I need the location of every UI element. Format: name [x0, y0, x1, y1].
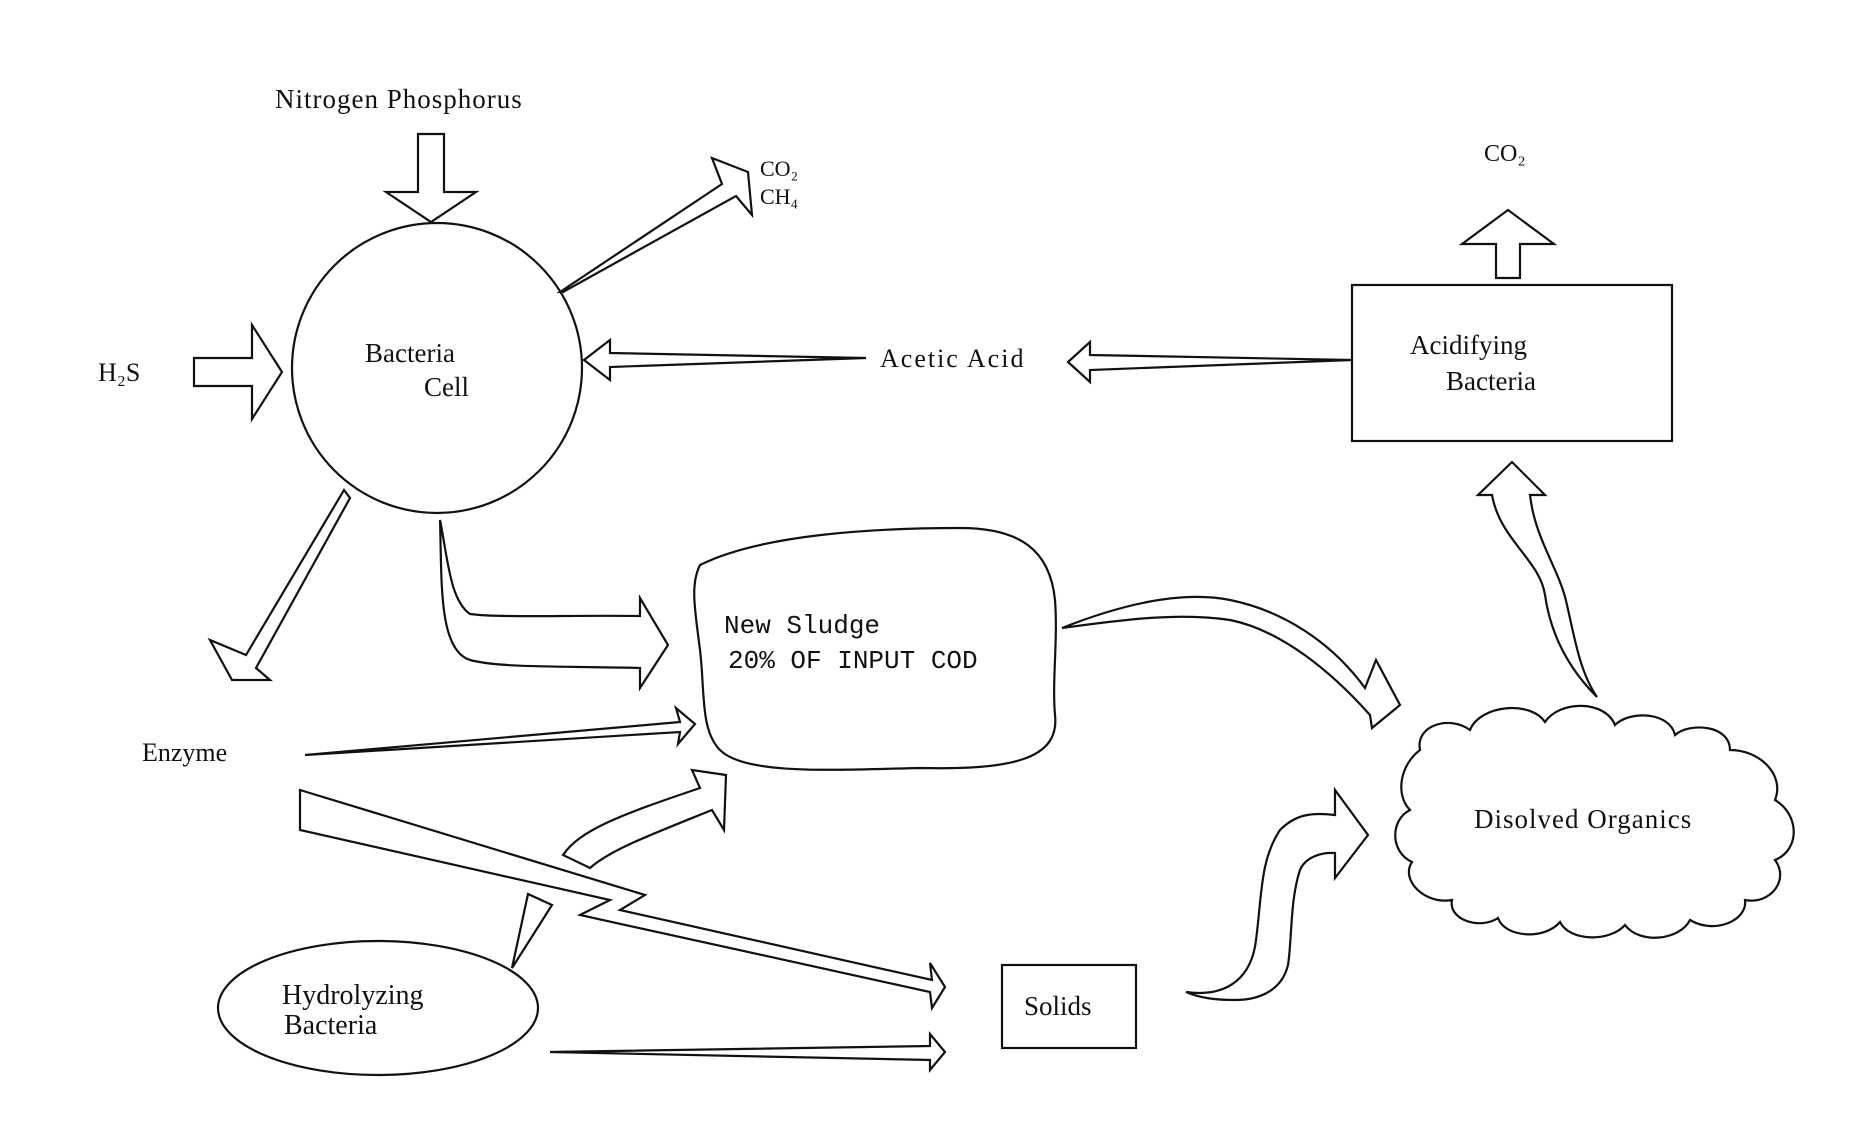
acidifying-co2-arrow — [1458, 208, 1558, 280]
h2s-input-arrow — [192, 321, 284, 423]
hydrolyzing-to-solids-arrow — [549, 1030, 947, 1074]
disolved-organics-label: Disolved Organics — [1474, 804, 1693, 834]
cell-to-new-sludge-arrow — [438, 519, 670, 692]
nitrogen-phosphorus-label: Nitrogen Phosphorus — [275, 84, 523, 114]
nutrient-input-arrow — [382, 132, 480, 224]
acetic-acid-label: Acetic Acid — [880, 344, 1026, 373]
new-sludge-blob — [693, 526, 1057, 771]
co2-label-top: CO₂ — [760, 156, 799, 181]
ch4-label: CH₄ — [760, 184, 799, 209]
bacteria-cell-circle — [290, 221, 584, 515]
h2s-label: H₂S — [98, 358, 141, 387]
solids-to-organics-arrow — [1185, 786, 1370, 1002]
organics-to-acidifying-arrow — [1475, 460, 1598, 698]
acidifying-to-acetic-acid-arrow — [1066, 339, 1353, 385]
acidifying-bacteria-label-line1: Acidifying — [1410, 330, 1527, 360]
new-sludge-label-line1: New Sludge — [724, 611, 881, 641]
gas-output-arrow — [556, 156, 754, 294]
enzyme-to-solids-arrow — [298, 788, 947, 1012]
acidifying-bacteria-label-line2: Bacteria — [1446, 366, 1536, 396]
new-sludge-label-line2: 20% OF INPUT COD — [728, 646, 978, 676]
acetic-acid-to-cell-arrow — [582, 337, 867, 383]
co2-label-right: CO₂ — [1484, 141, 1526, 167]
acidifying-bacteria-box — [1350, 283, 1674, 443]
solids-box — [1000, 963, 1138, 1050]
cell-to-enzyme-arrow — [207, 488, 352, 682]
enzyme-to-new-sludge-arrow — [304, 704, 697, 757]
hydrolyzing-to-new-sludge-arrow — [561, 768, 728, 870]
enzyme-label: Enzyme — [142, 738, 228, 767]
hydrolyzing-bacteria-label-line1: Hydrolyzing — [282, 980, 424, 1011]
new-sludge-to-organics-arrow — [1061, 595, 1402, 731]
hydrolyzing-bacteria-ellipse — [216, 939, 540, 1077]
bacteria-cell-label-line2: Cell — [424, 372, 469, 402]
bacteria-cell-label-line1: Bacteria — [365, 338, 455, 368]
solids-label: Solids — [1024, 991, 1092, 1021]
hydrolyzing-wedge — [510, 892, 554, 969]
disolved-organics-cloud — [1394, 704, 1795, 939]
hydrolyzing-bacteria-label-line2: Bacteria — [284, 1010, 378, 1041]
